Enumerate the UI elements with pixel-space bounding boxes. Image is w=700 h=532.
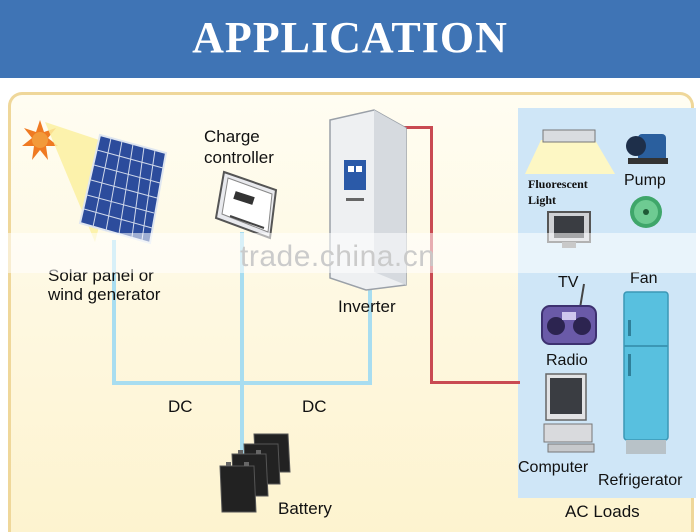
fan-icon [630,196,662,228]
refrigerator-icon [623,291,669,454]
watermark-text: trade.china.cn [240,240,436,273]
fluorescent-light-icon [525,129,615,174]
dc-label-left: DC [168,397,193,416]
solar-panel-icon [78,133,168,245]
refrigerator-label: Refrigerator [598,472,683,489]
inverter-label: Inverter [338,297,396,316]
ac-loads-title: AC Loads [565,502,640,521]
sun-icon [22,120,58,160]
charge-controller-label-line2: controller [204,148,274,167]
radio-icon [541,283,597,345]
fluorescent-light-label-line1: Fluorescent [528,177,588,191]
header-banner [0,0,700,78]
battery-icon [219,433,291,513]
charge-controller-icon [214,170,278,240]
computer-label: Computer [518,459,589,476]
charge-controller-label-line1: Charge [204,127,260,146]
wind-generator-label: wind generator [48,285,161,304]
computer-icon [543,373,595,453]
ac-wire-bottom [430,381,520,384]
battery-label: Battery [278,499,332,518]
dc-wire-controller-vertical [240,232,244,457]
dc-wire-solar-vertical [112,240,116,385]
pump-label: Pump [624,172,666,189]
tv-label: TV [558,274,579,291]
fan-label: Fan [630,270,658,287]
dc-label-right: DC [302,397,327,416]
radio-label: Radio [546,352,588,369]
pump-icon [626,134,668,164]
dc-wire-inverter-vertical [368,275,372,385]
watermark-band [0,233,700,273]
page-title: APPLICATION [192,13,508,62]
fluorescent-light-label-line2: Light [528,193,557,207]
